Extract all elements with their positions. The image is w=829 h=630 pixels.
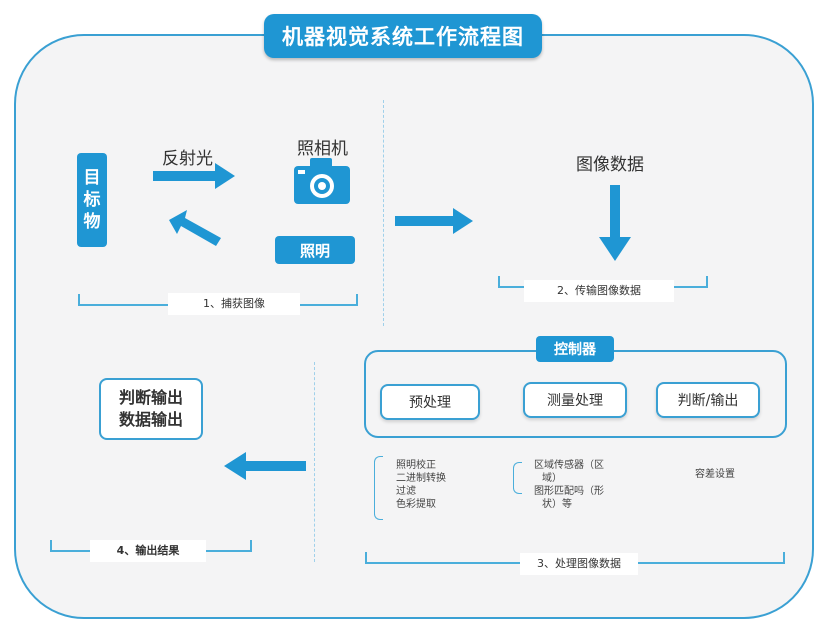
divider-top [383, 100, 384, 326]
transfer-caption: 2、传输图像数据 [524, 280, 674, 302]
controller-tag: 控制器 [536, 336, 614, 362]
target-char: 物 [83, 212, 101, 232]
divider-bottom [314, 362, 315, 562]
output-line: 数据输出 [118, 410, 183, 429]
preprocess-brace [374, 456, 383, 520]
measure-item: 域） [542, 473, 562, 484]
arrow-right-icon [395, 208, 473, 234]
measure-item: 区域传感器（区 [534, 460, 604, 471]
preprocess-item: 二进制转换 [396, 473, 446, 484]
arrow-right-icon [153, 163, 235, 189]
measure-brace [513, 462, 522, 494]
output-box: 判断输出 数据输出 [99, 378, 203, 440]
process-caption: 3、处理图像数据 [520, 553, 638, 575]
image-data-label: 图像数据 [576, 155, 644, 175]
target-char: 标 [83, 190, 101, 210]
diagram-frame [14, 34, 814, 619]
preprocess-item: 照明校正 [396, 460, 436, 471]
reflected-light-label: 反射光 [162, 149, 213, 169]
preprocess-list: 照明校正 二进制转换 过滤 色彩提取 [396, 459, 446, 511]
camera-label: 照相机 [297, 139, 348, 159]
capture-caption: 1、捕获图像 [168, 293, 300, 315]
arrow-left-icon [224, 452, 306, 480]
tolerance-setting: 容差设置 [695, 469, 735, 480]
camera-icon [294, 158, 350, 204]
arrow-down-icon [599, 185, 631, 261]
output-caption: 4、输出结果 [90, 540, 206, 562]
output-line: 判断输出 [118, 388, 183, 407]
judge-output-step: 判断/输出 [656, 382, 760, 418]
diagram-title: 机器视觉系统工作流程图 [264, 14, 542, 58]
preprocess-step: 预处理 [380, 384, 480, 420]
lighting-box: 照明 [275, 236, 355, 264]
measure-item: 状）等 [542, 499, 572, 510]
target-object-box: 目 标 物 [77, 153, 107, 247]
measure-list: 区域传感器（区 域） 图形匹配吗（形 状）等 [534, 459, 604, 511]
preprocess-item: 过滤 [396, 486, 416, 497]
target-char: 目 [83, 168, 101, 188]
measure-item: 图形匹配吗（形 [534, 486, 604, 497]
preprocess-item: 色彩提取 [396, 499, 436, 510]
measure-step: 测量处理 [523, 382, 627, 418]
arrow-upleft-icon [169, 210, 221, 246]
